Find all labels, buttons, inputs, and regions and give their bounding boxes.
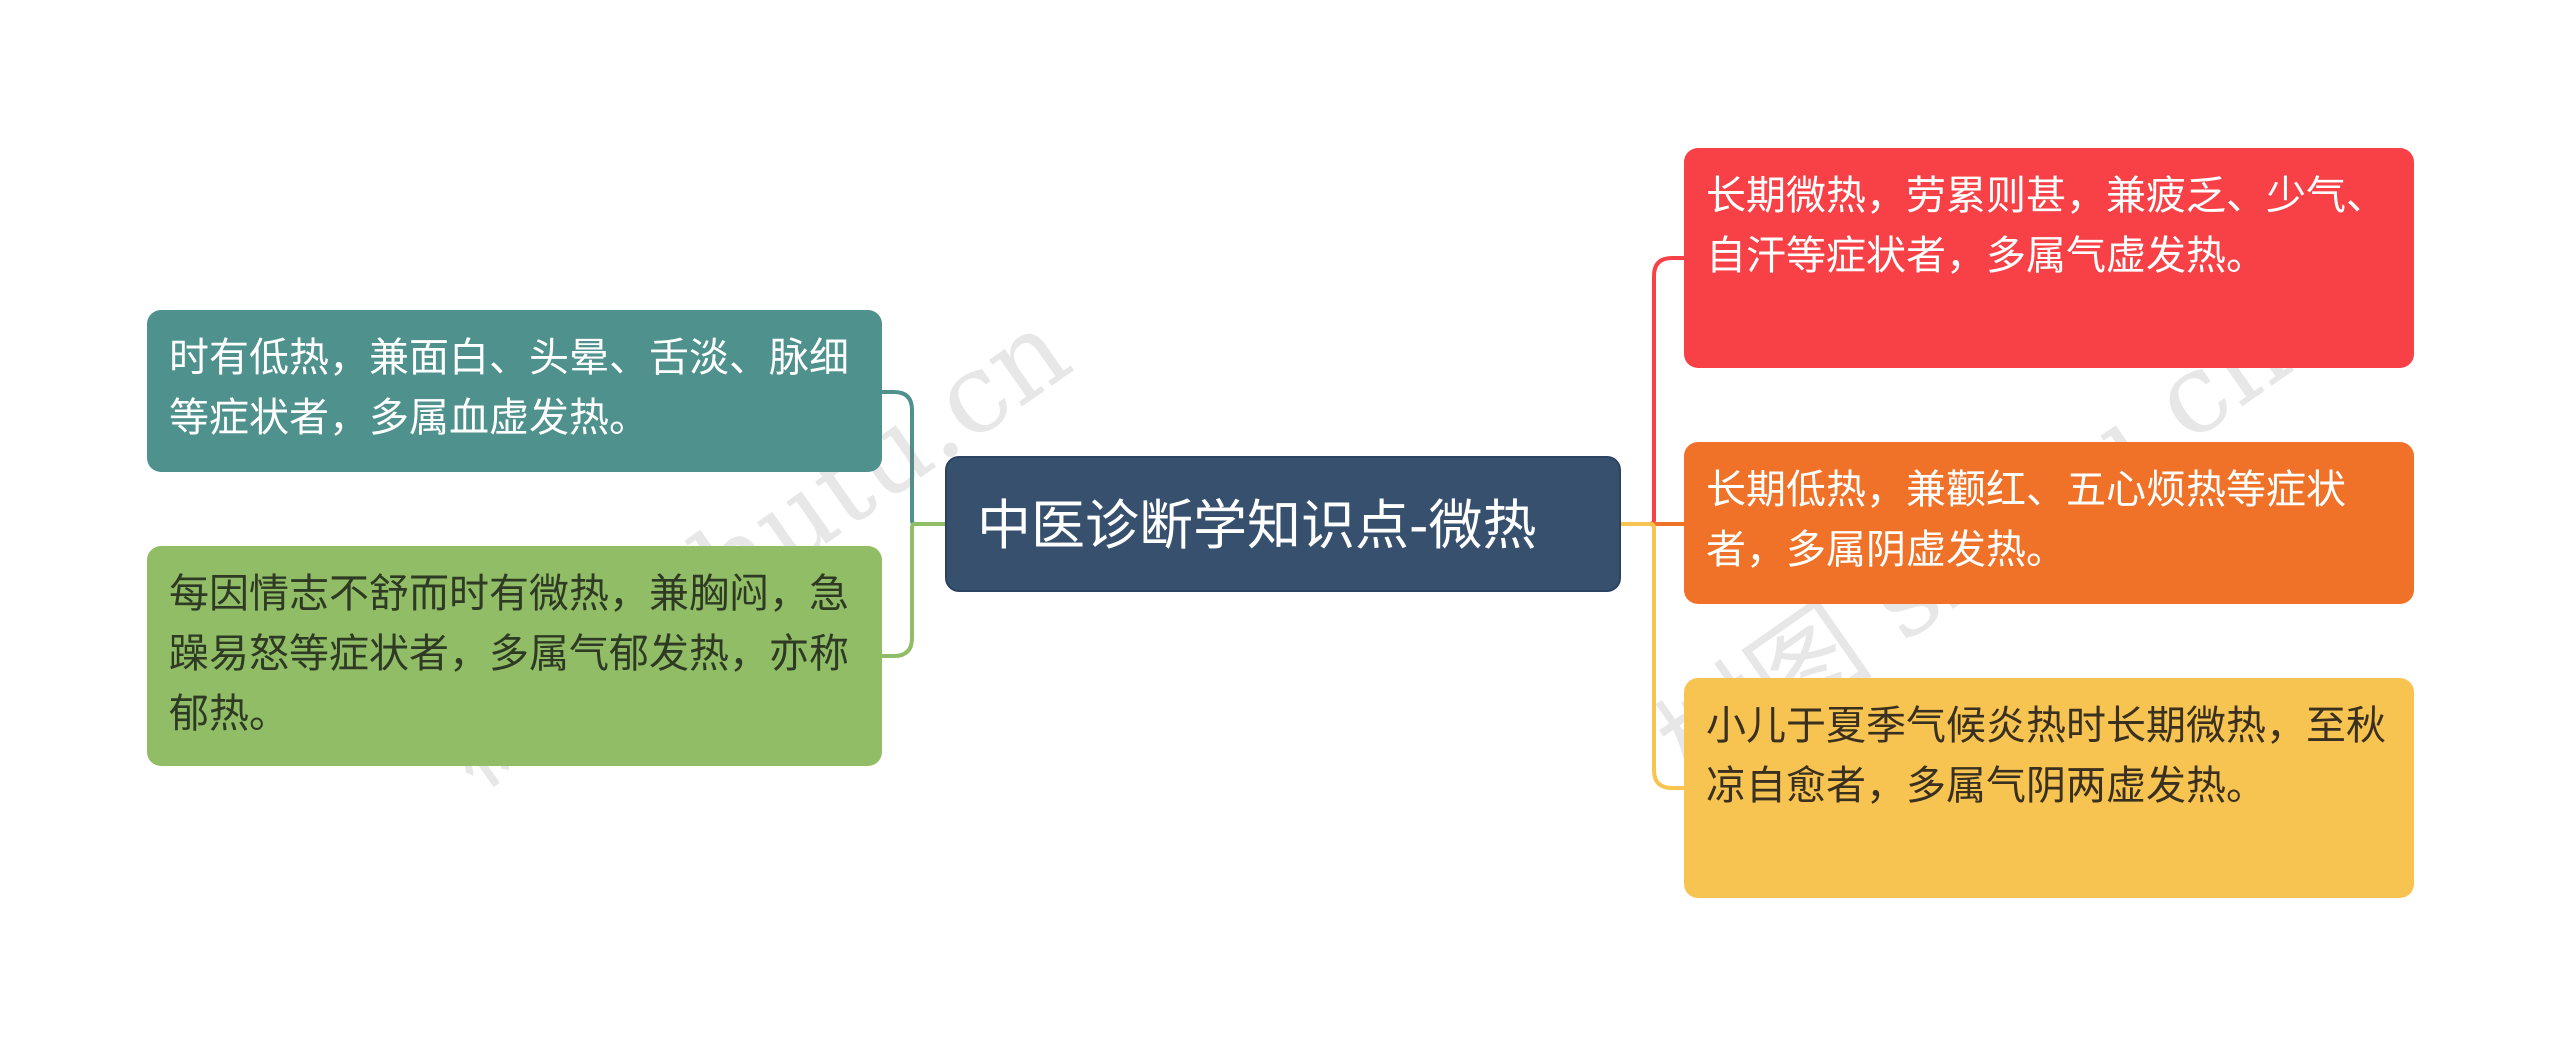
right-node-qi-deficiency[interactable]: 长期微热，劳累则甚，兼疲乏、少气、自汗等症状者，多属气虚发热。 <box>1684 148 2414 368</box>
link-center-right3 <box>1621 522 1684 790</box>
left-node-blood-deficiency[interactable]: 时有低热，兼面白、头晕、舌淡、脉细等症状者，多属血虚发热。 <box>147 310 882 472</box>
link-center-left1 <box>882 390 945 526</box>
right-node-yin-deficiency[interactable]: 长期低热，兼颧红、五心烦热等症状者，多属阴虚发热。 <box>1684 442 2414 604</box>
link-center-right1 <box>1621 256 1684 526</box>
central-topic[interactable]: 中医诊断学知识点-微热 <box>945 456 1621 592</box>
right-node-qi-yin-deficiency[interactable]: 小儿于夏季气候炎热时长期微热，至秋凉自愈者，多属气阴两虚发热。 <box>1684 678 2414 898</box>
left-node-qi-stagnation[interactable]: 每因情志不舒而时有微热，兼胸闷，急躁易怒等症状者，多属气郁发热，亦称郁热。 <box>147 546 882 766</box>
link-center-left2 <box>882 522 945 658</box>
